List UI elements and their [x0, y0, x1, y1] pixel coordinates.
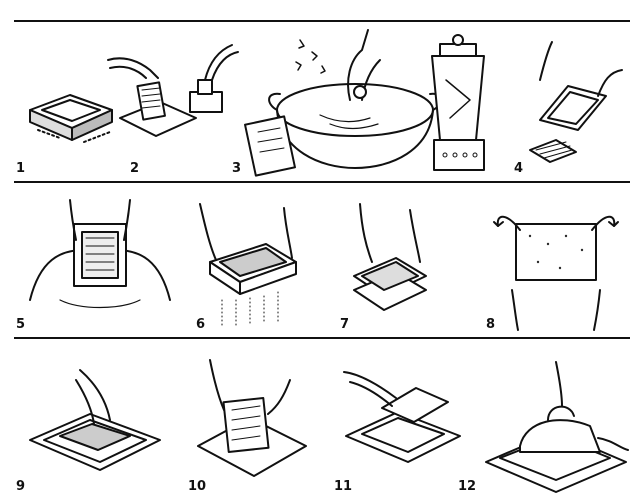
- removing-deckle-icon: [354, 204, 426, 310]
- step-number-11: 11: [334, 480, 352, 493]
- step-number-10: 10: [188, 480, 206, 493]
- hands-tearing-paper-icon: [108, 45, 238, 136]
- step-number-5: 5: [16, 318, 25, 331]
- step-number-8: 8: [486, 318, 495, 331]
- mould-and-deckle-icon: [30, 95, 112, 142]
- step-number-12: 12: [458, 480, 476, 493]
- removing-sheet-with-arrows-icon: [494, 217, 618, 330]
- step-number-3: 3: [232, 162, 241, 175]
- blender-icon: [432, 35, 484, 170]
- step-number-6: 6: [196, 318, 205, 331]
- lifting-sheet-icon: [344, 372, 460, 462]
- step-number-4: 4: [514, 162, 523, 175]
- step-number-1: 1: [16, 162, 25, 175]
- step-number-9: 9: [16, 480, 25, 493]
- couching-icon: [30, 370, 160, 470]
- draining-mould-icon: [200, 204, 296, 328]
- step-number-7: 7: [340, 318, 349, 331]
- pressing-sheet-icon: [198, 360, 306, 476]
- vat-of-pulp-icon: [245, 30, 441, 176]
- dipping-mould-icon: [530, 42, 622, 162]
- lifting-mould-icon: [30, 200, 170, 308]
- ironing-sheet-icon: [486, 362, 628, 492]
- step-number-2: 2: [130, 162, 139, 175]
